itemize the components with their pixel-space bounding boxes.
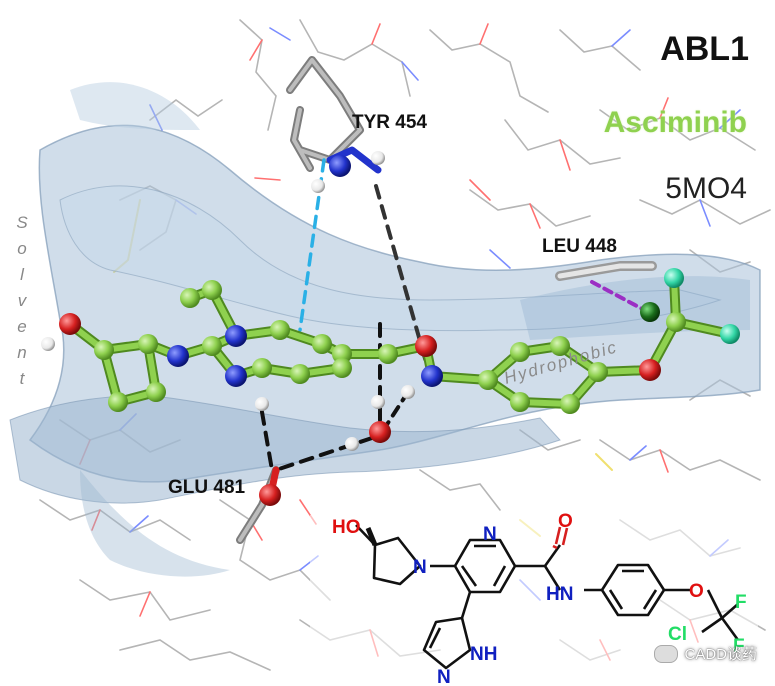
atom-sphere-n: [225, 325, 247, 347]
atom-sphere-h: [255, 397, 269, 411]
interaction-lines: [260, 158, 650, 472]
atom-sphere-n: [329, 155, 351, 177]
atom-sphere-o: [59, 313, 81, 335]
residue-label-glu481: GLU 481: [168, 477, 246, 498]
solvent-letter: n: [17, 343, 27, 362]
solvent-letter: o: [17, 239, 27, 258]
atom-sphere-c: [378, 344, 398, 364]
atom-sphere-h: [345, 437, 359, 451]
atom-n-pyrrolidine: N: [413, 557, 427, 578]
atom-sphere-c: [312, 334, 332, 354]
atom-sphere-c: [478, 370, 498, 390]
atom-sphere-n: [225, 365, 247, 387]
atom-sphere-o: [639, 359, 661, 381]
wechat-icon: [654, 644, 679, 663]
ligand-name: Asciminib: [603, 106, 747, 139]
atom-sphere-c: [270, 320, 290, 340]
atom-ho: HO: [332, 517, 361, 538]
atom-sphere-c: [202, 280, 222, 300]
atom-sphere-n: [167, 345, 189, 367]
atom-sphere-c: [332, 344, 352, 364]
atom-sphere-c: [252, 358, 272, 378]
solvent-label: S o l v e n t: [14, 210, 30, 392]
atom-sphere-f: [720, 324, 740, 344]
atom-sphere-c: [666, 312, 686, 332]
atom-n-pyrazole: N: [437, 667, 451, 686]
atom-sphere-c: [510, 342, 530, 362]
atom-sphere-o: [415, 335, 437, 357]
residue-label-leu448: LEU 448: [542, 236, 617, 257]
watermark-text: CADD谈药: [684, 646, 757, 663]
atom-sphere-c: [510, 392, 530, 412]
atom-sphere-c: [138, 334, 158, 354]
atom-sphere-h: [371, 395, 385, 409]
atom-sphere-c: [180, 288, 200, 308]
solvent-letter: v: [17, 291, 27, 310]
solvent-letter: e: [17, 317, 27, 336]
atom-nh-pyrazole: NH: [470, 644, 497, 665]
atom-sphere-o: [259, 484, 281, 506]
atom-sphere-c: [290, 364, 310, 384]
atom-sphere-h: [311, 179, 325, 193]
atom-n-pyridine: N: [483, 524, 497, 545]
atom-sphere-o: [369, 421, 391, 443]
solvent-letter: l: [20, 265, 24, 284]
atom-sphere-c: [588, 362, 608, 382]
ligand-atoms: [41, 151, 740, 506]
solvent-letter: t: [19, 369, 25, 388]
atom-sphere-h: [41, 337, 55, 351]
residue-label-tyr454: TYR 454: [352, 112, 427, 133]
atom-hn-amide: HN: [546, 584, 573, 605]
solvent-letter: S: [16, 213, 28, 232]
atom-sphere-f: [664, 268, 684, 288]
atom-sphere-c: [332, 358, 352, 378]
atom-sphere-n: [421, 365, 443, 387]
watermark: CADD谈药: [654, 643, 757, 664]
atom-sphere-c: [550, 336, 570, 356]
target-title: ABL1: [660, 30, 749, 68]
atom-sphere-c: [108, 392, 128, 412]
protein-surface: [9, 82, 761, 577]
atom-cl: Cl: [668, 624, 687, 645]
atom-sphere-c: [560, 394, 580, 414]
atom-sphere-c: [146, 382, 166, 402]
atom-o-carbonyl: O: [558, 511, 573, 532]
atom-sphere-cl: [640, 302, 660, 322]
atom-o-ether: O: [689, 581, 704, 602]
atom-f-bottom: F: [733, 636, 745, 657]
atom-sphere-h: [371, 151, 385, 165]
pdb-id: 5MO4: [665, 172, 747, 205]
atom-sphere-c: [202, 336, 222, 356]
atom-sphere-h: [401, 385, 415, 399]
atom-f-top: F: [735, 592, 747, 613]
chemical-structure-2d: HO N N O HN O F F Cl N NH: [310, 511, 758, 686]
atom-sphere-c: [94, 340, 114, 360]
